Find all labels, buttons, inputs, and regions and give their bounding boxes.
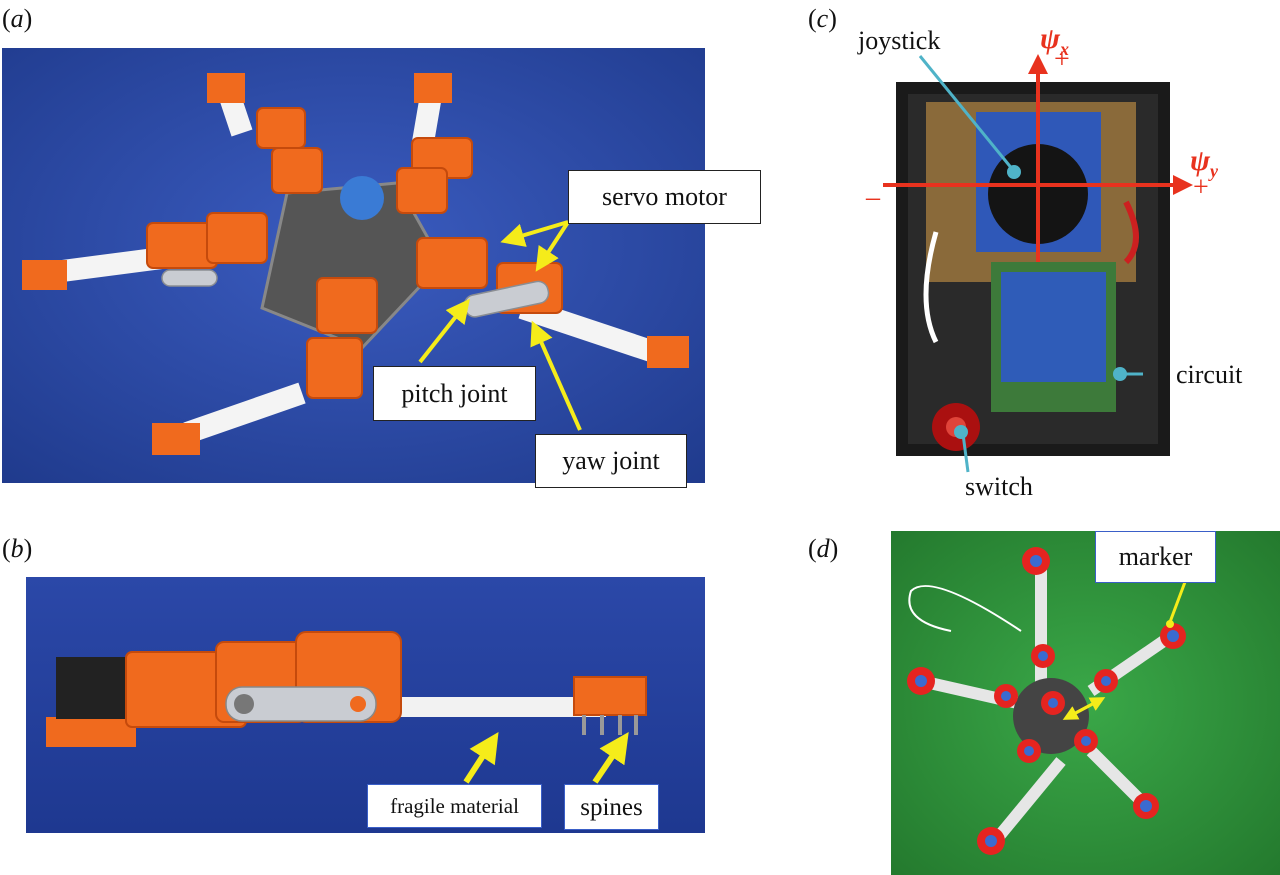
paren-close: ) — [829, 534, 839, 563]
paren-close: ) — [23, 4, 33, 33]
panel-label-b: (b) — [2, 534, 32, 564]
panel-letter: d — [816, 534, 830, 563]
tracking-illustration — [891, 531, 1280, 875]
callout-servo-motor: servo motor — [568, 170, 761, 224]
paren-open: ( — [2, 4, 11, 33]
callout-marker: marker — [1095, 531, 1216, 583]
axis-label-psi-y: ψy — [1190, 144, 1218, 182]
photo-tracking-markers — [891, 531, 1280, 875]
plus-sign-y: + — [1193, 172, 1209, 203]
panel-label-d: (d) — [808, 534, 838, 564]
paren-open: ( — [2, 534, 11, 563]
axis-label-psi-x: ψx — [1040, 22, 1069, 60]
panel-letter: c — [816, 4, 829, 33]
label-switch: switch — [965, 472, 1033, 501]
psi-symbol: ψ — [1190, 144, 1211, 177]
robot-illustration — [2, 48, 705, 483]
callout-spines: spines — [564, 784, 659, 830]
label-circuit: circuit — [1176, 360, 1243, 389]
controller-illustration — [896, 82, 1170, 456]
plus-sign-x: + — [1054, 44, 1070, 75]
panel-letter: b — [10, 534, 24, 563]
label-joystick: joystick — [858, 26, 941, 55]
photo-controller-box — [896, 82, 1170, 456]
panel-label-a: (a) — [2, 4, 32, 34]
paren-open: ( — [808, 4, 817, 33]
callout-fragile-material: fragile material — [367, 784, 542, 828]
axis-subscript: y — [1210, 161, 1219, 181]
paren-open: ( — [808, 534, 817, 563]
panel-letter: a — [10, 4, 24, 33]
paren-close: ) — [828, 4, 837, 33]
photo-starfish-robot — [2, 48, 705, 483]
paren-close: ) — [23, 534, 33, 563]
axis-subscript: x — [1060, 39, 1070, 59]
panel-label-c: (c) — [808, 4, 837, 34]
psi-symbol: ψ — [1040, 22, 1061, 55]
minus-sign-y: – — [866, 182, 880, 213]
callout-yaw-joint: yaw joint — [535, 434, 687, 488]
callout-pitch-joint: pitch joint — [373, 366, 536, 421]
